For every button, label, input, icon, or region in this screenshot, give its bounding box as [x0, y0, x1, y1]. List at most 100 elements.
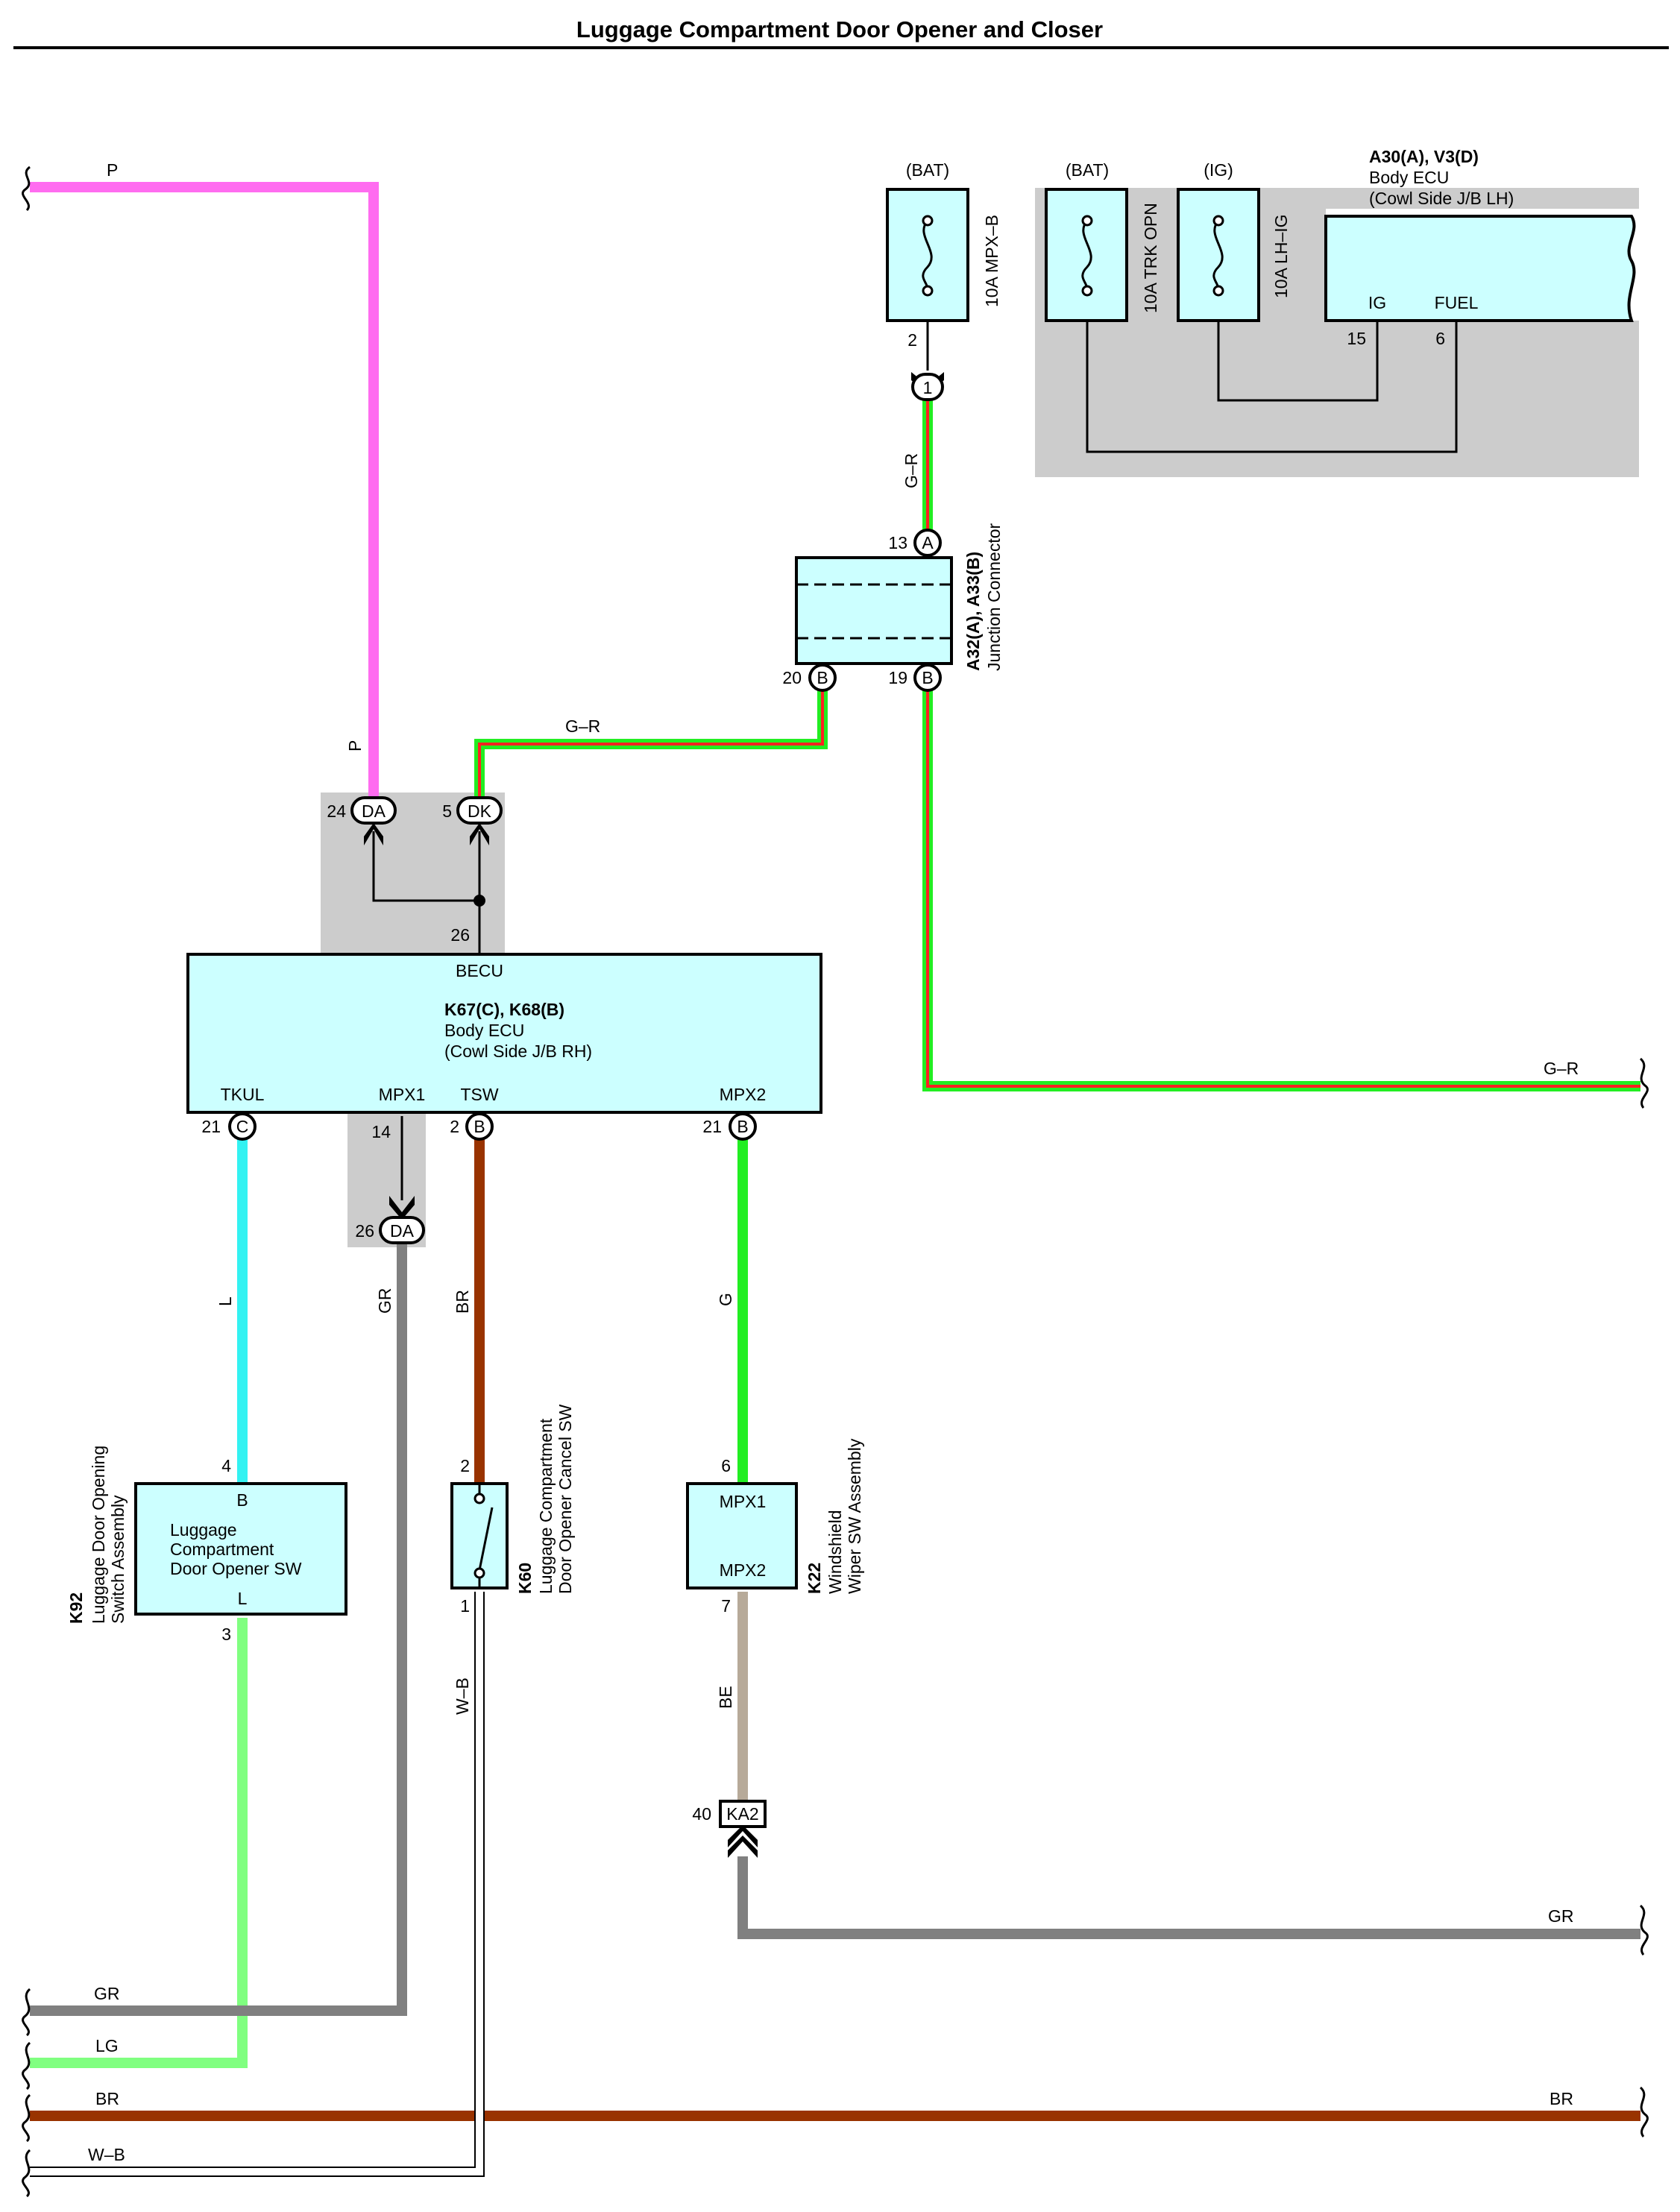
body-ecu-rh-header: BECU — [456, 961, 503, 980]
junction-pin-b20-conn: B — [817, 668, 828, 687]
k22-pin-bottom-name: MPX2 — [720, 1560, 767, 1580]
k22-pin-top-name: MPX1 — [720, 1492, 767, 1511]
bus-gr-label: GR — [94, 1984, 120, 2003]
body-ecu-lh-id: A30(A), V3(D) — [1369, 147, 1479, 166]
ecu-pin-b2-num: 2 — [450, 1117, 459, 1136]
wire-g-label: G — [716, 1293, 735, 1306]
wire-g-r-mid — [474, 690, 828, 798]
ecu-pin-b2 — [465, 1112, 494, 1141]
k22-id: K22 — [805, 1563, 824, 1594]
fuse-trk-opn-name: 10A TRK OPN — [1141, 203, 1160, 313]
break-marks-right — [1639, 1057, 1649, 2137]
fuse-lh-ig — [1177, 188, 1260, 322]
wire-gr-da-label: GR — [375, 1288, 394, 1314]
connector-da-top — [350, 796, 397, 845]
wire-p-top-label: P — [107, 160, 118, 180]
k92-pin-bottom: 3 — [221, 1625, 231, 1644]
k60-pin-bottom: 1 — [460, 1596, 470, 1616]
fuse-trk-opn — [1045, 188, 1128, 322]
connector-ka2-label: KA2 — [726, 1804, 758, 1824]
body-ecu-lh-location: (Cowl Side J/B LH) — [1369, 189, 1514, 208]
fuse-mpx-b-name: 10A MPX–B — [982, 215, 1001, 307]
ecu-pin-c21-conn: C — [236, 1117, 249, 1136]
connector-da-top-label: DA — [362, 801, 386, 821]
k92-label-3: Door Opener SW — [170, 1559, 302, 1578]
wire-w-b — [30, 1592, 485, 2177]
connector-da-low-num: 26 — [355, 1221, 374, 1241]
junction-pin-a-conn: A — [922, 533, 934, 552]
k22-pin-bottom: 7 — [721, 1596, 731, 1616]
fuse-lh-ig-supply: (IG) — [1204, 160, 1233, 180]
k92-pin-top-name: B — [236, 1490, 248, 1510]
shaded-areas — [321, 188, 1639, 1247]
k60-desc-1: Luggage Compartment — [536, 1418, 556, 1594]
connector-da-low — [379, 1196, 425, 1244]
body-ecu-rh-location: (Cowl Side J/B RH) — [444, 1042, 592, 1061]
body-ecu-rh-pin-tkul: TKUL — [221, 1085, 265, 1104]
fuse-trk-opn-supply: (BAT) — [1066, 160, 1109, 180]
body-ecu-lh-pin-fuel-num: 6 — [1435, 329, 1445, 348]
wire-w-b-label: W–B — [453, 1677, 472, 1715]
junction-name: Junction Connector — [984, 523, 1004, 671]
body-ecu-rh-id: K67(C), K68(B) — [444, 1000, 564, 1019]
splice-dot — [474, 895, 485, 907]
wire-l-label: L — [215, 1296, 235, 1306]
bus-br-left-label: BR — [95, 2089, 119, 2108]
ecu-pin-c21 — [228, 1112, 257, 1141]
junction-pin-a — [913, 529, 942, 557]
break-marks-left — [22, 166, 31, 2198]
wire-p — [30, 182, 379, 798]
connector-1 — [911, 372, 944, 401]
wire-g-r-right-label: G–R — [1544, 1059, 1579, 1078]
connector-da-low-label: DA — [390, 1221, 415, 1241]
k22-box — [686, 1482, 798, 1589]
k92-id: K92 — [66, 1592, 86, 1624]
wire-gr-da — [30, 1242, 407, 2016]
body-ecu-rh-pin-mpx1: MPX1 — [379, 1085, 426, 1104]
k92-pin-top: 4 — [221, 1456, 231, 1475]
wire-g-r-top-label: G–R — [902, 453, 921, 488]
fuse-mpx-b — [886, 188, 969, 322]
junction-pin-b20 — [808, 664, 837, 692]
junction-pin-b19-num: 19 — [888, 668, 907, 687]
body-ecu-rh-pin-mpx2: MPX2 — [720, 1085, 767, 1104]
connector-dk-num: 5 — [442, 801, 452, 821]
ecu-pin-mpx1-num: 14 — [371, 1122, 391, 1141]
fuse-lh-ig-name: 10A LH–IG — [1271, 214, 1291, 298]
k92-label-1: Luggage — [170, 1520, 237, 1540]
k22-pin-top: 6 — [721, 1456, 731, 1475]
k22-desc-1: Windshield — [825, 1510, 845, 1595]
junction-connector-box — [795, 556, 953, 665]
body-ecu-rh-pin-tsw: TSW — [460, 1085, 498, 1104]
connector-dk-label: DK — [468, 801, 492, 821]
ecu-pin-b21-num: 21 — [702, 1117, 722, 1136]
bus-lg-label: LG — [95, 2036, 119, 2055]
body-ecu-rh-box — [186, 953, 822, 1114]
wire-be-label: BE — [716, 1686, 735, 1709]
k22-desc-2: Wiper SW Assembly — [845, 1438, 864, 1594]
bus-w-b-label: W–B — [88, 2145, 125, 2164]
fuse-mpx-b-supply: (BAT) — [906, 160, 949, 180]
k60-id: K60 — [515, 1563, 535, 1594]
k60-pin-top: 2 — [460, 1456, 470, 1475]
k92-desc-2: Switch Assembly — [108, 1495, 128, 1624]
body-ecu-lh-pin-fuel-name: FUEL — [1435, 293, 1479, 312]
junction-pin-a-num: 13 — [888, 533, 907, 552]
wire-p-vert-label: P — [345, 740, 365, 751]
connector-ka2 — [719, 1800, 767, 1858]
page-title: Luggage Compartment Door Opener and Clos… — [576, 16, 1103, 42]
k60-desc-2: Door Opener Cancel SW — [556, 1404, 575, 1594]
k92-desc-1: Luggage Door Opening — [89, 1446, 108, 1624]
bus-br-right-label: BR — [1550, 2089, 1573, 2108]
connector-dk — [456, 796, 503, 845]
ecu-pin-b2-conn: B — [474, 1117, 485, 1136]
body-ecu-lh-pin-ig-name: IG — [1368, 293, 1386, 312]
becu-pin-num: 26 — [450, 925, 470, 945]
body-ecu-rh-name: Body ECU — [444, 1021, 524, 1040]
k92-label-2: Compartment — [170, 1540, 274, 1559]
wire-lg — [30, 1618, 248, 2068]
ecu-pin-c21-num: 21 — [201, 1117, 221, 1136]
ecu-pin-b21-conn: B — [737, 1117, 748, 1136]
body-ecu-lh-pin-ig-num: 15 — [1347, 329, 1366, 348]
